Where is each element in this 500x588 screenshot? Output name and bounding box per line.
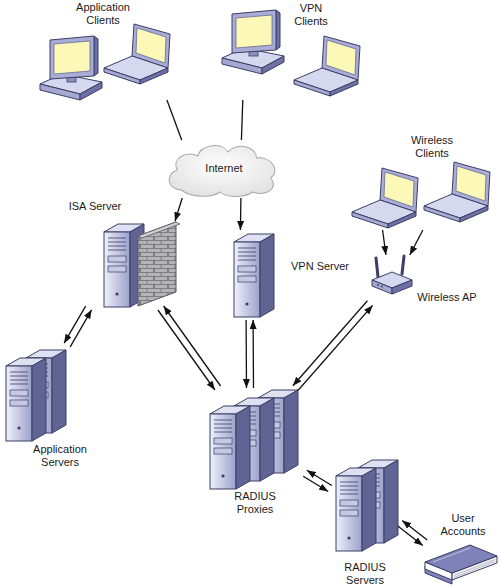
connector	[167, 100, 182, 140]
connector-line	[398, 526, 423, 546]
connector-line	[70, 310, 91, 347]
account-book	[425, 545, 497, 584]
node-label: RADIUS Proxies	[220, 490, 290, 516]
connector-line	[307, 470, 332, 485]
server-tower	[6, 358, 46, 441]
connector	[241, 100, 242, 140]
node-label: RADIUS Servers	[330, 561, 400, 587]
connector-line	[240, 198, 242, 230]
internet-cloud: Internet	[163, 140, 285, 198]
desktop-computer	[40, 36, 102, 100]
laptop-computer	[424, 162, 490, 222]
server-tower	[336, 468, 376, 551]
directory-node: User Accounts	[425, 512, 500, 588]
server-group: RADIUS Proxies	[205, 388, 305, 515]
node-label: Wireless AP	[412, 291, 482, 304]
connector-line	[164, 306, 221, 386]
server-group: RADIUS Servers	[330, 455, 400, 588]
connector	[246, 320, 253, 388]
node-label: Wireless Clients	[402, 134, 462, 160]
connector-line	[241, 100, 242, 140]
node-label: VPN Clients	[286, 2, 336, 28]
node-label: Application Servers	[25, 443, 95, 469]
connector-line	[293, 301, 368, 386]
connector	[293, 301, 373, 391]
connector-line	[252, 320, 254, 388]
client-group: VPN Clients	[222, 0, 362, 100]
server-tower	[210, 406, 250, 489]
desktop-computer	[222, 10, 284, 74]
connector-line	[175, 198, 182, 221]
access-point	[372, 256, 412, 294]
server-tower	[234, 234, 274, 317]
connector	[240, 198, 242, 230]
connector	[398, 520, 427, 545]
server-group: Application Servers	[0, 345, 110, 460]
connector-line	[298, 305, 372, 390]
connector	[64, 306, 92, 347]
firewall-server: ISA Server	[65, 200, 175, 308]
connector-line	[245, 320, 247, 388]
laptop-computer	[294, 36, 360, 96]
node-label: Internet	[163, 162, 285, 175]
connector	[383, 230, 386, 255]
client-group: Wireless Clients	[350, 134, 495, 230]
connector-line	[158, 310, 215, 390]
access-point-node: Wireless AP	[370, 255, 485, 305]
connector-line	[402, 520, 427, 540]
node-label: User Accounts	[428, 512, 498, 538]
client-group: Application Clients	[30, 0, 180, 100]
connector-line	[167, 100, 182, 140]
connector-line	[383, 230, 386, 255]
connector	[175, 198, 182, 221]
connector	[158, 306, 221, 390]
node-label: Application Clients	[68, 1, 138, 27]
connector-line	[303, 476, 328, 491]
connector	[410, 230, 423, 255]
connector-line	[410, 230, 423, 255]
firewall-wall	[138, 222, 180, 238]
connector	[303, 470, 332, 491]
server-node: VPN Server	[230, 230, 345, 320]
laptop-computer	[104, 24, 170, 84]
node-label: VPN Server	[285, 260, 355, 273]
node-label: ISA Server	[65, 200, 125, 213]
laptop-computer	[352, 168, 418, 228]
